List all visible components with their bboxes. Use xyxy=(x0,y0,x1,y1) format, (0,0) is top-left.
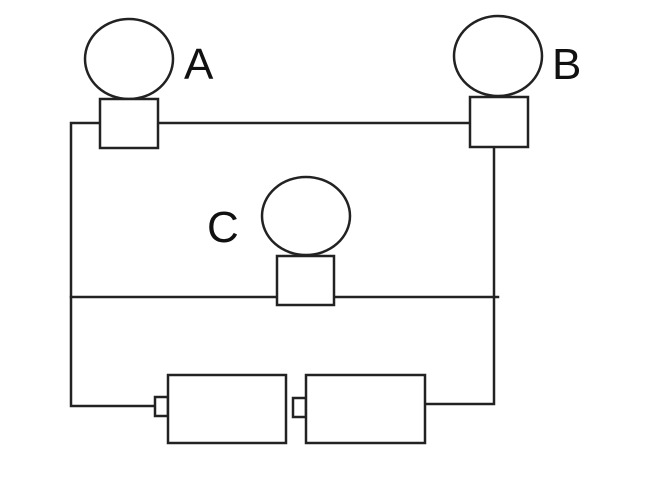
bulb-b-socket xyxy=(468,95,530,149)
bulb-a-label: A xyxy=(184,40,214,89)
bulb-a: A xyxy=(83,17,214,150)
bulb-c-label: C xyxy=(207,203,239,252)
bulb-c-glass xyxy=(260,175,352,257)
battery-left-body xyxy=(166,373,288,445)
bulb-b-glass xyxy=(452,14,544,98)
bulb-a-socket xyxy=(98,97,160,150)
battery-right-terminal xyxy=(291,396,308,419)
bulb-a-glass xyxy=(83,17,175,101)
battery-right-body xyxy=(304,373,427,445)
wire-left xyxy=(69,121,157,408)
wires xyxy=(69,121,500,408)
battery-right xyxy=(291,373,427,445)
bulb-b-label: B xyxy=(552,40,581,89)
bulb-b: B xyxy=(452,14,581,149)
battery-left-terminal xyxy=(153,395,170,418)
battery-left xyxy=(153,373,288,445)
bulb-c: C xyxy=(207,175,352,307)
wire-right xyxy=(423,145,496,406)
bulb-c-socket xyxy=(275,254,336,307)
